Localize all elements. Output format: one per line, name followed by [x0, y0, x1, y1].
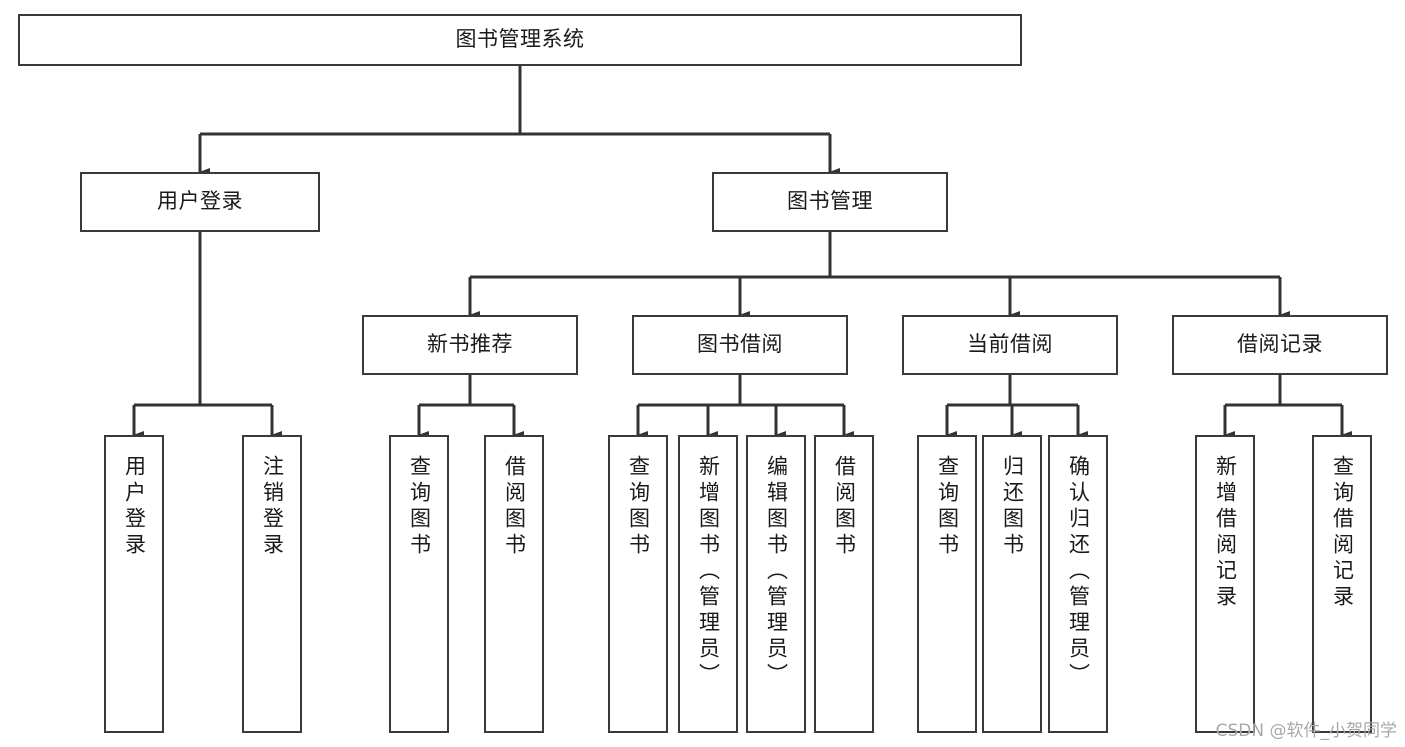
- node-label: 查询图书: [935, 455, 960, 559]
- node-leaf-query-book-2: 查询图书: [608, 435, 668, 733]
- node-borrow-record: 借阅记录: [1172, 315, 1388, 375]
- node-book-borrow: 图书借阅: [632, 315, 848, 375]
- node-label: 图书管理: [787, 189, 873, 214]
- node-label: 注销登录: [260, 455, 285, 559]
- node-label: 用户登录: [122, 455, 147, 559]
- node-root: 图书管理系统: [18, 14, 1022, 66]
- node-label: 借阅记录: [1237, 332, 1323, 357]
- node-label: 借阅图书: [832, 455, 857, 559]
- node-label: 归还图书: [1000, 455, 1025, 559]
- edge-lines: [132, 66, 1353, 440]
- node-leaf-query-book-1: 查询图书: [389, 435, 449, 733]
- node-user-login: 用户登录: [80, 172, 320, 232]
- node-leaf-query-record: 查询借阅记录: [1312, 435, 1372, 733]
- node-leaf-add-record: 新增借阅记录: [1195, 435, 1255, 733]
- node-label: 当前借阅: [967, 332, 1053, 357]
- node-label: 借阅图书: [502, 455, 527, 559]
- node-leaf-query-book-3: 查询图书: [917, 435, 977, 733]
- node-label: 编辑图书（管理员）: [764, 455, 789, 689]
- node-leaf-confirm-return: 确认归还（管理员）: [1048, 435, 1108, 733]
- node-label: 查询借阅记录: [1330, 455, 1355, 611]
- node-label: 查询图书: [407, 455, 432, 559]
- node-leaf-return-book: 归还图书: [982, 435, 1042, 733]
- node-leaf-borrow-book-1: 借阅图书: [484, 435, 544, 733]
- node-label: 确认归还（管理员）: [1066, 455, 1091, 689]
- node-book-manage: 图书管理: [712, 172, 948, 232]
- node-label: 新增图书（管理员）: [696, 455, 721, 689]
- node-label: 新书推荐: [427, 332, 513, 357]
- node-label: 用户登录: [157, 189, 243, 214]
- node-new-book-rec: 新书推荐: [362, 315, 578, 375]
- node-leaf-user-logout: 注销登录: [242, 435, 302, 733]
- node-label: 新增借阅记录: [1213, 455, 1238, 611]
- node-current-borrow: 当前借阅: [902, 315, 1118, 375]
- node-label: 图书借阅: [697, 332, 783, 357]
- node-label: 图书管理系统: [455, 27, 585, 52]
- node-leaf-user-login: 用户登录: [104, 435, 164, 733]
- node-label: 查询图书: [626, 455, 651, 559]
- node-leaf-borrow-book-2: 借阅图书: [814, 435, 874, 733]
- node-leaf-edit-book: 编辑图书（管理员）: [746, 435, 806, 733]
- node-leaf-add-book: 新增图书（管理员）: [678, 435, 738, 733]
